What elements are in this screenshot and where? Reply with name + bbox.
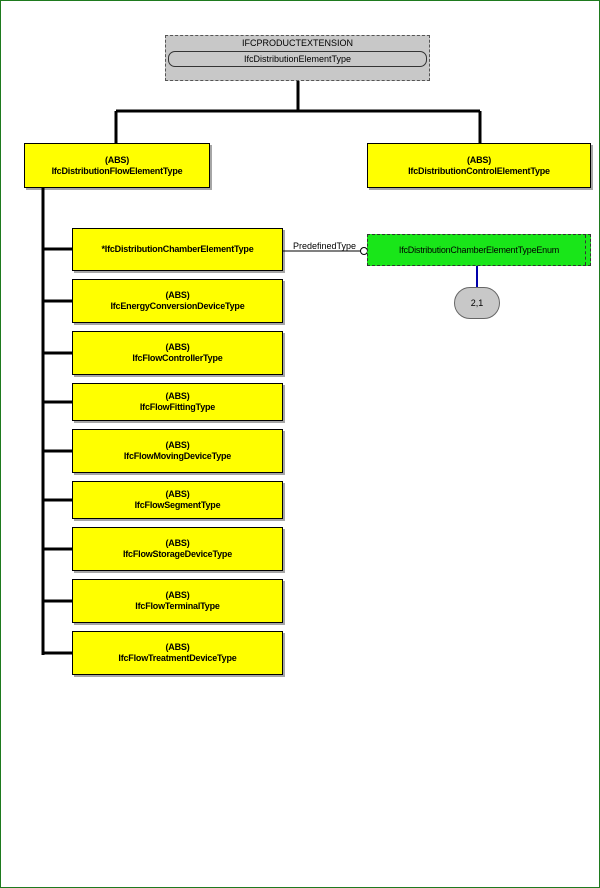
abstract-tag: (ABS) (165, 489, 190, 499)
entity-name: IfcFlowStorageDeviceType (122, 549, 233, 559)
entity-flow-terminal-type[interactable]: (ABS) IfcFlowTerminalType (72, 579, 283, 623)
abstract-tag: (ABS) (165, 290, 190, 300)
entity-name: IfcDistributionFlowElementType (51, 165, 183, 176)
abstract-tag: (ABS) (165, 590, 190, 600)
entity-flow-moving-device-type[interactable]: (ABS) IfcFlowMovingDeviceType (72, 429, 283, 473)
entity-name: IfcEnergyConversionDeviceType (110, 301, 245, 311)
schema-reference-box: IFCPRODUCTEXTENSION IfcDistributionEleme… (165, 35, 430, 81)
abstract-tag: (ABS) (165, 391, 190, 401)
entity-name: IfcFlowTerminalType (135, 601, 220, 611)
entity-flow-treatment-device-type[interactable]: (ABS) IfcFlowTreatmentDeviceType (72, 631, 283, 675)
entity-name: IfcFlowSegmentType (134, 500, 221, 510)
entity-flow-segment-type[interactable]: (ABS) IfcFlowSegmentType (72, 481, 283, 519)
page-reference-bubble[interactable]: 2,1 (454, 287, 500, 319)
entity-distribution-control-element-type[interactable]: (ABS) IfcDistributionControlElementType (367, 143, 591, 188)
schema-name: IFCPRODUCTEXTENSION (241, 38, 353, 48)
entity-distribution-chamber-element-type[interactable]: *IfcDistributionChamberElementType (72, 228, 283, 271)
attribute-label: PredefinedType (293, 241, 357, 251)
entity-distribution-flow-element-type[interactable]: (ABS) IfcDistributionFlowElementType (24, 143, 210, 188)
entity-name: IfcDistributionControlElementType (408, 165, 550, 176)
entity-name: IfcFlowControllerType (132, 353, 223, 363)
entity-name: *IfcDistributionChamberElementType (101, 244, 254, 254)
parent-entity-pill: IfcDistributionElementType (168, 51, 427, 67)
abstract-tag: (ABS) (165, 642, 190, 652)
abstract-tag: (ABS) (467, 154, 491, 165)
entity-name: IfcFlowTreatmentDeviceType (118, 653, 237, 663)
abstract-tag: (ABS) (105, 154, 129, 165)
entity-energy-conversion-device-type[interactable]: (ABS) IfcEnergyConversionDeviceType (72, 279, 283, 323)
abstract-tag: (ABS) (165, 538, 190, 548)
entity-name: IfcFlowMovingDeviceType (123, 451, 232, 461)
abstract-tag: (ABS) (165, 342, 190, 352)
enumeration-name: IfcDistributionChamberElementTypeEnum (398, 245, 560, 255)
entity-flow-fitting-type[interactable]: (ABS) IfcFlowFittingType (72, 383, 283, 421)
entity-flow-controller-type[interactable]: (ABS) IfcFlowControllerType (72, 331, 283, 375)
entity-flow-storage-device-type[interactable]: (ABS) IfcFlowStorageDeviceType (72, 527, 283, 571)
entity-name: IfcFlowFittingType (139, 402, 216, 412)
enumeration-edge (585, 235, 586, 265)
abstract-tag: (ABS) (165, 440, 190, 450)
enumeration-box[interactable]: IfcDistributionChamberElementTypeEnum (367, 234, 591, 266)
